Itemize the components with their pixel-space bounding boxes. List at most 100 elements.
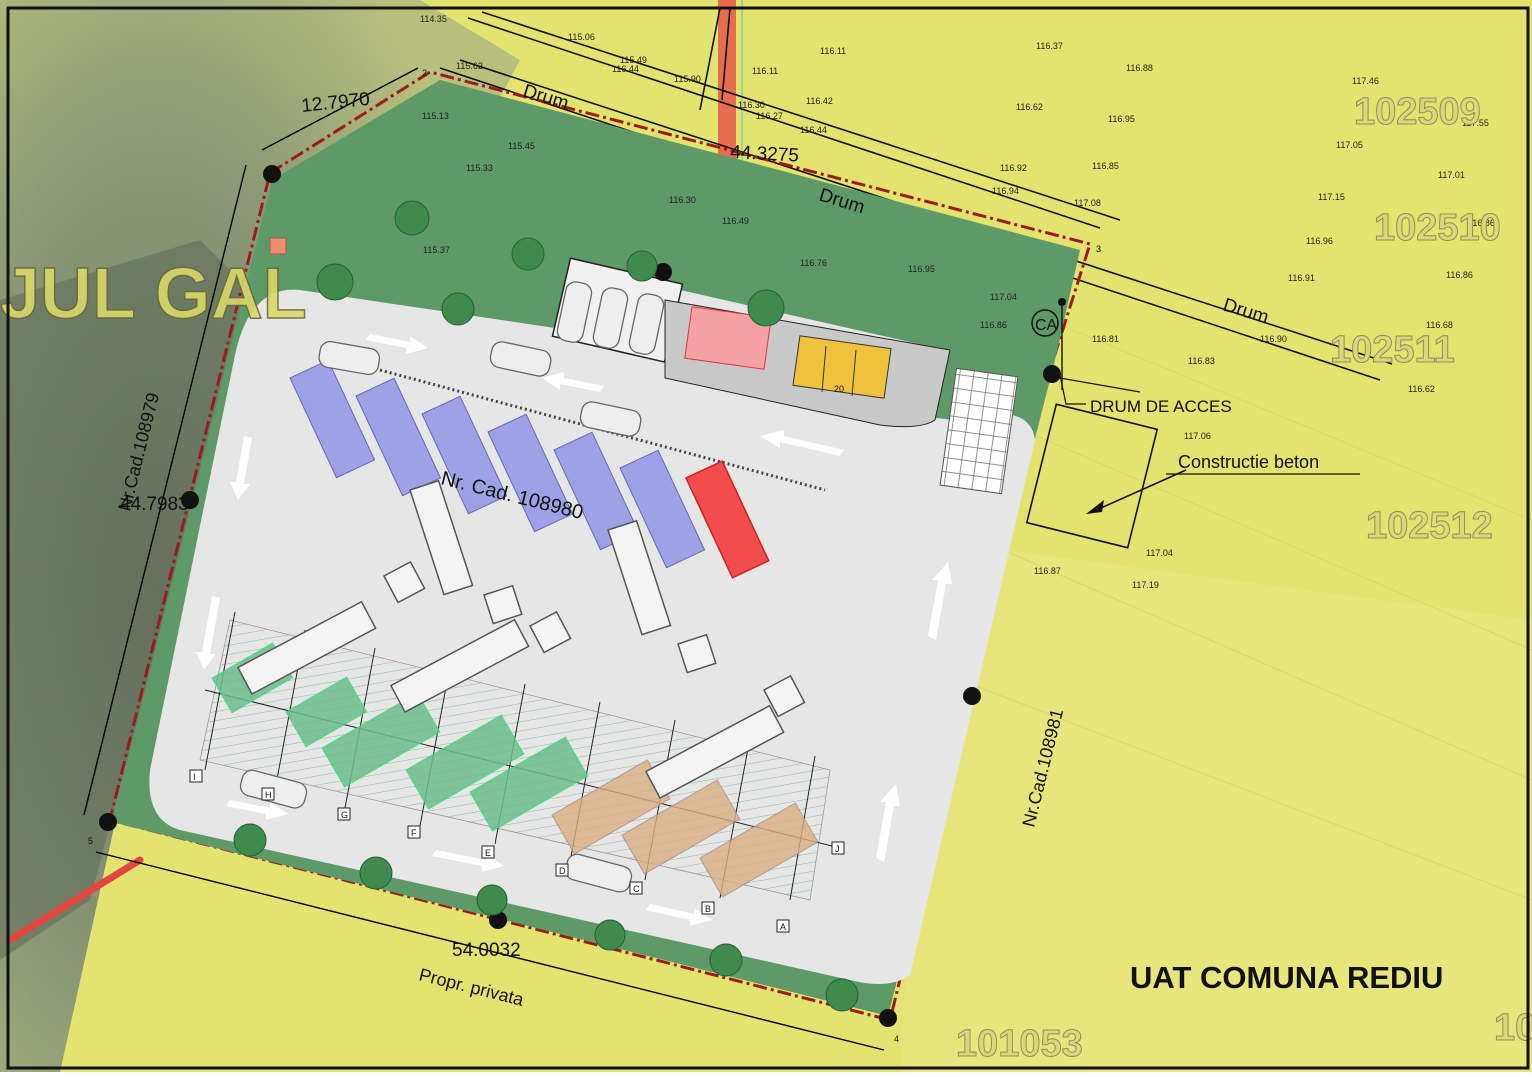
concrete-structure xyxy=(1025,403,1159,549)
elevation-point: 116.88 xyxy=(1126,63,1153,73)
shrubs xyxy=(233,200,859,1012)
elevation-point: 115.06 xyxy=(568,32,595,42)
elevation-point: 115.33 xyxy=(466,163,493,173)
flow-arrows xyxy=(196,334,952,926)
slot-letter: H xyxy=(265,790,272,800)
elevation-point: 116.68 xyxy=(1426,320,1453,330)
slot-letter: G xyxy=(341,810,348,820)
uat-label: UAT COMUNA REDIU xyxy=(1130,960,1443,995)
beton-leader xyxy=(1091,469,1187,513)
bus-slot-1 xyxy=(289,359,376,479)
elevation-point: 116.95 xyxy=(1108,114,1135,124)
bus-slot-6 xyxy=(619,449,706,569)
parcel-102509: 102509 xyxy=(1354,91,1481,133)
elevation-point: 116.94 xyxy=(992,186,1019,196)
elevation-point: 116.30 xyxy=(738,100,765,110)
corner-5: 5 xyxy=(88,836,93,846)
elevation-point: 116.62 xyxy=(1016,102,1043,112)
slot-letter: A xyxy=(780,922,786,932)
slot-letter: F xyxy=(411,828,417,838)
slot-letter: E xyxy=(485,848,491,858)
slot-box xyxy=(407,825,421,839)
parcel-numbers: 102509 102510 102511 102512 101053 10 xyxy=(956,91,1532,1066)
yellow-divider-1 xyxy=(821,345,827,393)
slot-letter: C xyxy=(633,884,640,894)
elevation-point: 116.27 xyxy=(756,111,783,121)
survey-markers xyxy=(99,165,1061,1027)
slot-box xyxy=(189,769,203,783)
elevation-point: 117.04 xyxy=(1146,548,1173,558)
slot-letter: J xyxy=(835,844,840,854)
bus-slot-3 xyxy=(421,395,508,515)
yellow-divider-2 xyxy=(851,349,857,397)
solar-panel-grid xyxy=(939,367,1019,495)
access-road-label: DRUM DE ACCES xyxy=(1090,397,1232,416)
slot-box xyxy=(555,863,569,877)
slot-box xyxy=(629,881,643,895)
elevation-point: 115.13 xyxy=(422,111,449,121)
elevation-point: 115.45 xyxy=(508,141,535,151)
slot-letter: D xyxy=(559,866,566,876)
elevation-point: 116.81 xyxy=(1092,334,1119,344)
parcel-102511: 102511 xyxy=(1330,329,1455,371)
slot-box xyxy=(337,807,351,821)
pink-block xyxy=(684,306,772,370)
drawing-frame xyxy=(6,6,1530,1070)
parcel-10-edge: 10 xyxy=(1494,1007,1532,1049)
red-line-southwest xyxy=(6,856,144,944)
elevation-point: 115.90 xyxy=(674,74,701,84)
elevation-point: 116.90 xyxy=(1260,334,1287,344)
slot-box xyxy=(776,919,790,933)
elevation-point: 116.37 xyxy=(1036,41,1063,51)
elevation-point: 117.06 xyxy=(1184,431,1211,441)
elevation-point: 117.04 xyxy=(990,292,1017,302)
elevation-point: 116.85 xyxy=(1092,161,1119,171)
elevation-point: 117.05 xyxy=(1336,140,1363,150)
beton-arrowhead xyxy=(1086,500,1104,514)
parcel-102512: 102512 xyxy=(1366,505,1493,547)
elevation-point: 116.44 xyxy=(800,125,827,135)
elevation-point: 116.11 xyxy=(752,66,778,76)
beton-label: Constructie beton xyxy=(1178,452,1319,472)
elevation-point: 117.15 xyxy=(1318,192,1345,202)
access-line xyxy=(1059,377,1141,393)
elevation-point: 116.44 xyxy=(612,64,639,74)
street-name-fragment: JUL GAL xyxy=(0,254,307,334)
elevation-point: 116.96 xyxy=(1306,236,1333,246)
bus-slot-4 xyxy=(487,413,574,533)
slot-letter: I xyxy=(193,772,196,782)
elevation-point: 116.62 xyxy=(1408,384,1435,394)
trucks xyxy=(236,479,806,800)
dim-top: 44.3275 xyxy=(730,142,800,167)
slot-box xyxy=(261,787,275,801)
elevation-point: 116.11 xyxy=(820,46,846,56)
ca-label: CA xyxy=(1035,317,1058,334)
elevation-point: 115.62 xyxy=(456,61,483,71)
elevation-point: 116.83 xyxy=(1188,356,1215,366)
corner-2: 2 xyxy=(422,68,427,78)
elevation-point: 117.46 xyxy=(1352,76,1379,86)
ca-post-top xyxy=(1058,298,1066,306)
block-20-label: 20 xyxy=(834,384,844,394)
ca-symbol xyxy=(1031,309,1059,337)
dim-left: 44.7983 xyxy=(120,494,189,515)
small-marker-square xyxy=(269,237,287,255)
elevation-point: 117.01 xyxy=(1438,170,1465,180)
aerial-dark-area xyxy=(0,240,260,960)
elevation-point: 115.37 xyxy=(423,245,450,255)
tanker-slot xyxy=(685,460,770,579)
elevation-point: 116.92 xyxy=(1000,163,1027,173)
slot-box xyxy=(701,901,715,915)
elevation-point: 114.35 xyxy=(420,14,447,24)
tan-slots xyxy=(551,759,819,898)
elevation-point: 116.87 xyxy=(1034,566,1061,576)
elevation-point: 116.42 xyxy=(806,96,833,106)
elevation-point: 117.08 xyxy=(1074,198,1101,208)
elevation-point: 116.91 xyxy=(1288,273,1315,283)
elevation-point: 117.19 xyxy=(1132,580,1159,590)
field-light-area xyxy=(900,540,1532,1072)
